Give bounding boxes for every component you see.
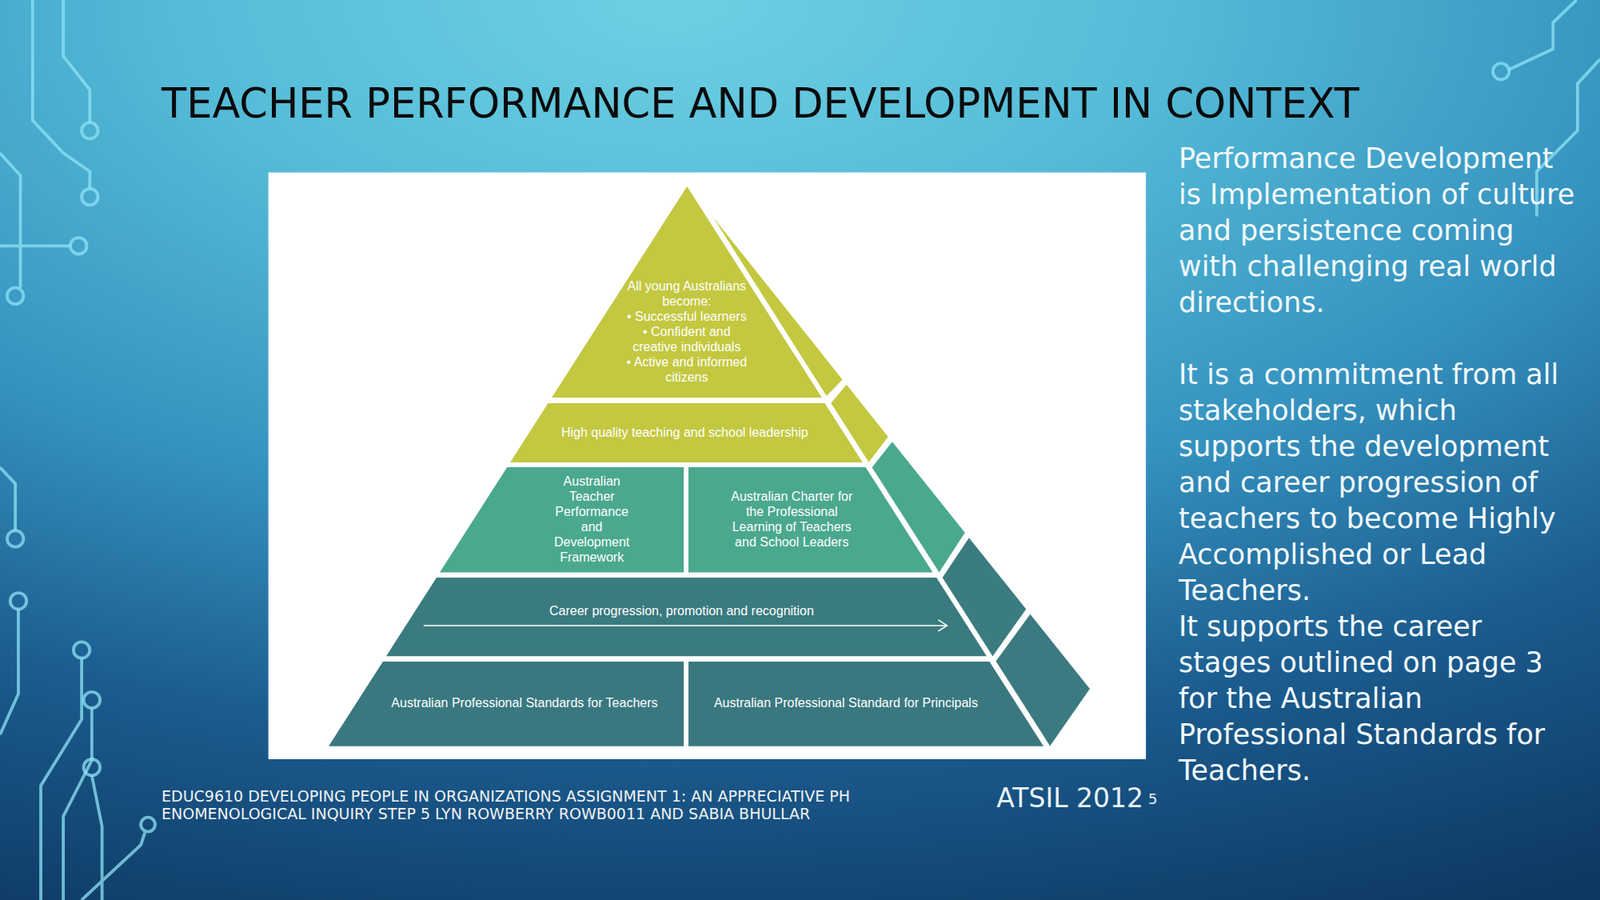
body-text: It is a commitment from all stakeholders… (1178, 356, 1579, 609)
band-label: Australian Teacher Performance and Devel… (546, 473, 639, 565)
text-stack: Australian Teacher Performance and Devel… (546, 473, 639, 565)
band-label: Australian Charter for the Professional … (721, 488, 863, 550)
arrow-head (937, 619, 947, 631)
text-stack: High quality teaching and school leaders… (561, 423, 809, 439)
band-label: Australian Professional Standards for Te… (391, 694, 658, 710)
text-stack: Career progression, promotion and recogn… (549, 602, 814, 618)
pyramid-band: Australian Teacher Performance and Devel… (439, 466, 684, 572)
circuit-node (81, 122, 98, 139)
pyramid-band: High quality teaching and school leaders… (510, 402, 863, 463)
circuit-node (83, 758, 100, 775)
band-shape (688, 466, 934, 572)
progression-arrow (423, 624, 948, 627)
circuit-node (70, 237, 87, 254)
pyramid-band: Career progression, promotion and recogn… (386, 577, 987, 656)
pyramid-apex: All young Australians become:• Successfu… (551, 186, 822, 398)
pyramid-band: Australian Charter for the Professional … (688, 466, 934, 572)
circuit-node (7, 287, 24, 304)
band-fill (688, 466, 934, 572)
band-fill (551, 186, 822, 398)
band-fill (439, 466, 684, 572)
slide-title: TEACHER PERFORMANCE AND DEVELOPMENT IN C… (161, 79, 1360, 128)
band-fill (328, 661, 684, 747)
text-stack: Australian Professional Standards for Te… (391, 694, 658, 710)
circuit-node (7, 530, 24, 547)
footer-text: EDUC9610 DEVELOPING PEOPLE IN ORGANIZATI… (161, 786, 966, 822)
source-citation: ATSIL 2012 (996, 782, 1144, 814)
slide-number: 5 (1148, 790, 1158, 808)
circuit-node (83, 691, 100, 708)
text-stack: Australian Charter for the Professional … (721, 488, 863, 550)
text-stack: Australian Professional Standard for Pri… (714, 694, 978, 710)
circuit-node (1492, 63, 1509, 80)
band-fill (386, 577, 987, 656)
text-column: Performance Development is Implementatio… (1178, 140, 1579, 789)
bullet-text: • Confident and creative individuals (618, 323, 755, 355)
text-stack: All young Australians become:• Successfu… (618, 278, 755, 385)
bullet-text: • Active and informed citizens (618, 354, 755, 385)
band-label: Australian Professional Standard for Pri… (714, 694, 978, 710)
band-label: All young Australians become: (622, 278, 751, 309)
band-label: High quality teaching and school leaders… (561, 423, 809, 439)
band-fill (688, 661, 1044, 747)
band-label: Career progression, promotion and recogn… (549, 602, 814, 618)
band-fill (510, 402, 863, 463)
body-text: Performance Development is Implementatio… (1178, 140, 1579, 321)
image-panel (268, 172, 1146, 759)
circuit-node (140, 817, 156, 832)
circuit-node (73, 641, 90, 658)
bullet-text: • Successful learners (626, 308, 747, 324)
circuit-node (10, 592, 27, 609)
pyramid-band: Australian Professional Standards for Te… (328, 661, 684, 747)
pyramid-band: Australian Professional Standard for Pri… (688, 661, 1044, 747)
circuit-node (81, 188, 98, 205)
body-text: It supports the career stages outlined o… (1178, 608, 1579, 789)
